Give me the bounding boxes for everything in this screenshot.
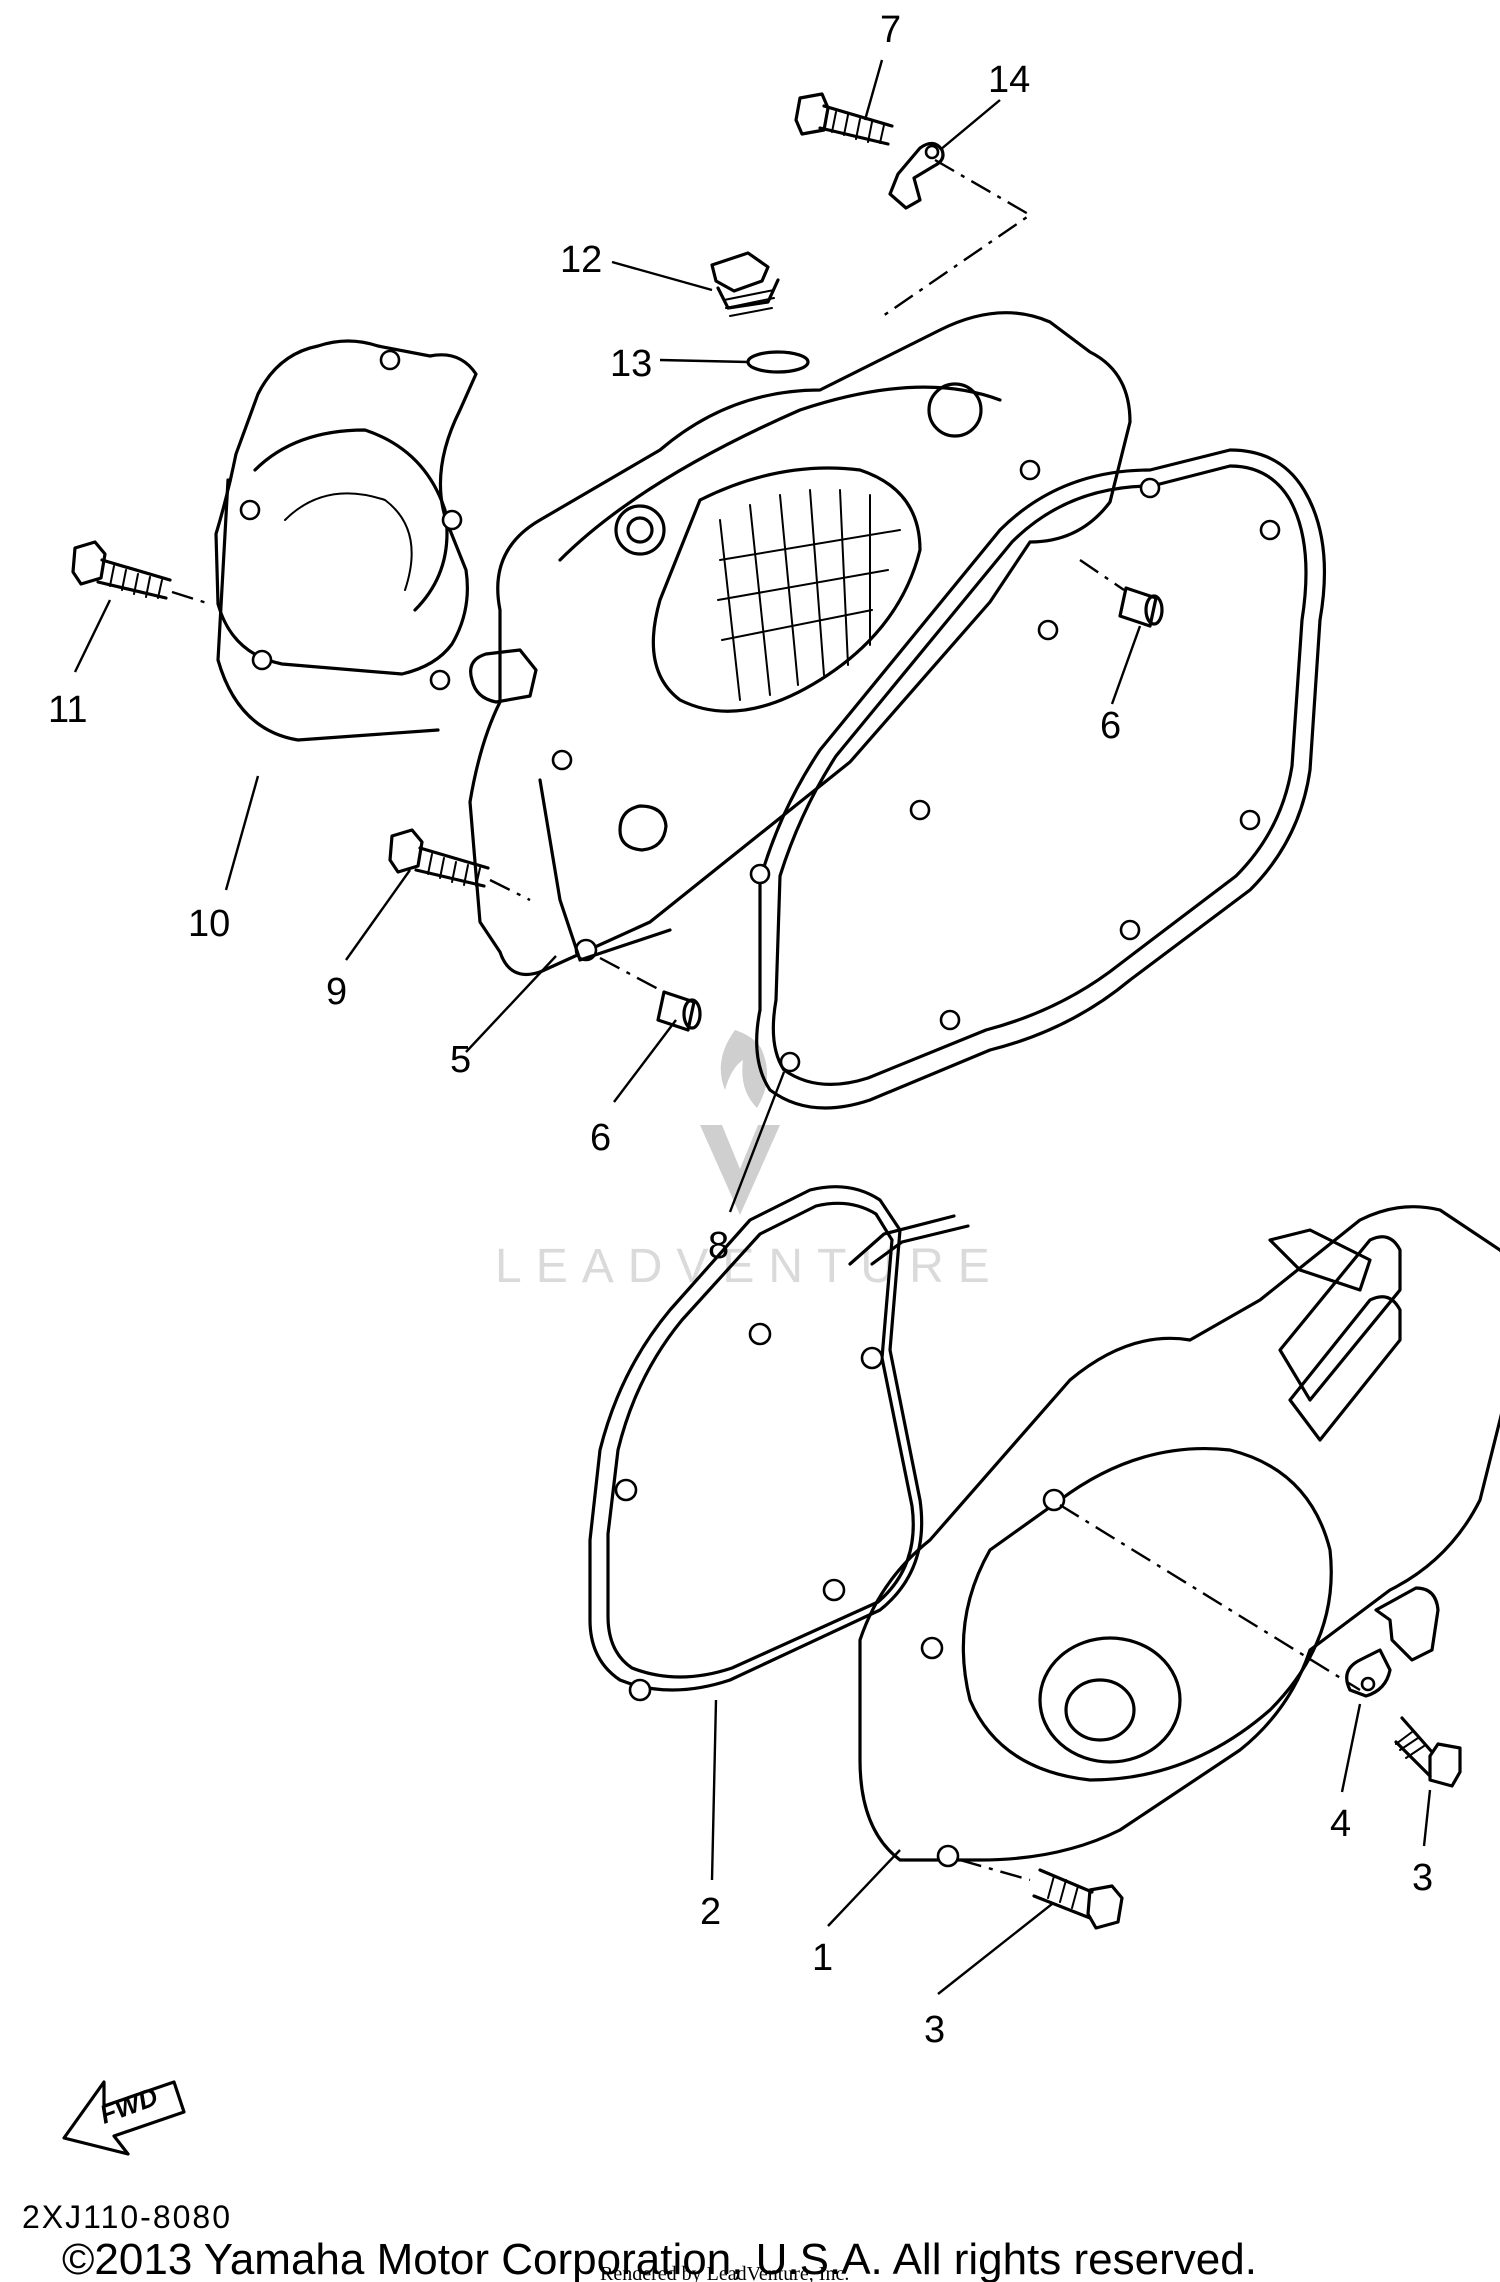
leader-dash-11 <box>171 590 211 606</box>
gasket-7 <box>749 448 1327 1110</box>
bolt-8 <box>794 92 894 146</box>
callout-10: 10 <box>188 903 230 945</box>
clamp-14 <box>888 141 945 210</box>
bolt-3b <box>1032 1868 1124 1930</box>
dowel-6b <box>1118 586 1164 628</box>
callout-5: 5 <box>450 1039 471 1081</box>
callout-13: 13 <box>610 343 652 385</box>
leader-dash-4 <box>1059 1503 1361 1692</box>
callout-3-right: 3 <box>1412 1857 1433 1899</box>
watermark-text: LEADVENTURE <box>495 1240 1004 1293</box>
copyright: ©2013 Yamaha Motor Corporation, U.S.A. A… <box>62 2235 1257 2282</box>
leader-dash-9 <box>489 878 531 902</box>
callout-4: 4 <box>1330 1803 1351 1845</box>
callouts: 7 14 12 13 11 10 9 5 6 6 8 2 1 3 4 3 <box>48 9 1433 2051</box>
callout-14: 14 <box>988 59 1030 101</box>
leader-dash-6a <box>599 956 661 992</box>
watermark: LEADVENTURE <box>495 1030 1004 1293</box>
watermark-v-icon <box>700 1125 780 1215</box>
fwd-arrow: FWD <box>62 2080 186 2156</box>
callout-2: 2 <box>700 1891 721 1933</box>
callout-11: 11 <box>48 689 87 731</box>
leader-dash-14 <box>879 158 1033 319</box>
leader-lines <box>73 59 1432 1995</box>
callout-6-left: 6 <box>590 1117 611 1159</box>
rendered-by: Rendered by LeadVenture, Inc. <box>600 2263 849 2282</box>
bolt-11 <box>71 540 172 600</box>
callout-7: 8 <box>708 1225 729 1267</box>
fwd-arrow-icon <box>62 2080 186 2156</box>
callout-3-bottom: 3 <box>924 2009 945 2051</box>
cover-5 <box>468 311 1132 977</box>
clamp-4 <box>1345 1586 1440 1698</box>
bolt-3a <box>1394 1716 1462 1788</box>
callout-6-right: 6 <box>1100 705 1121 747</box>
callout-1: 1 <box>812 1937 833 1979</box>
gasket-2 <box>588 1185 970 1702</box>
dowel-6a <box>656 990 702 1032</box>
diagram-code: 2XJ110-8080 <box>22 2199 232 2235</box>
cover-1 <box>858 1205 1500 1868</box>
callout-8: 7 <box>880 9 901 51</box>
plug-12 <box>710 251 780 317</box>
callout-12: 12 <box>560 239 602 281</box>
cover-10 <box>214 339 478 742</box>
bolt-9 <box>388 828 490 888</box>
oring-13 <box>746 350 810 374</box>
leader-dash-6b <box>1079 559 1125 591</box>
leader-dash-3b <box>959 1858 1031 1882</box>
callout-9: 9 <box>326 971 347 1013</box>
